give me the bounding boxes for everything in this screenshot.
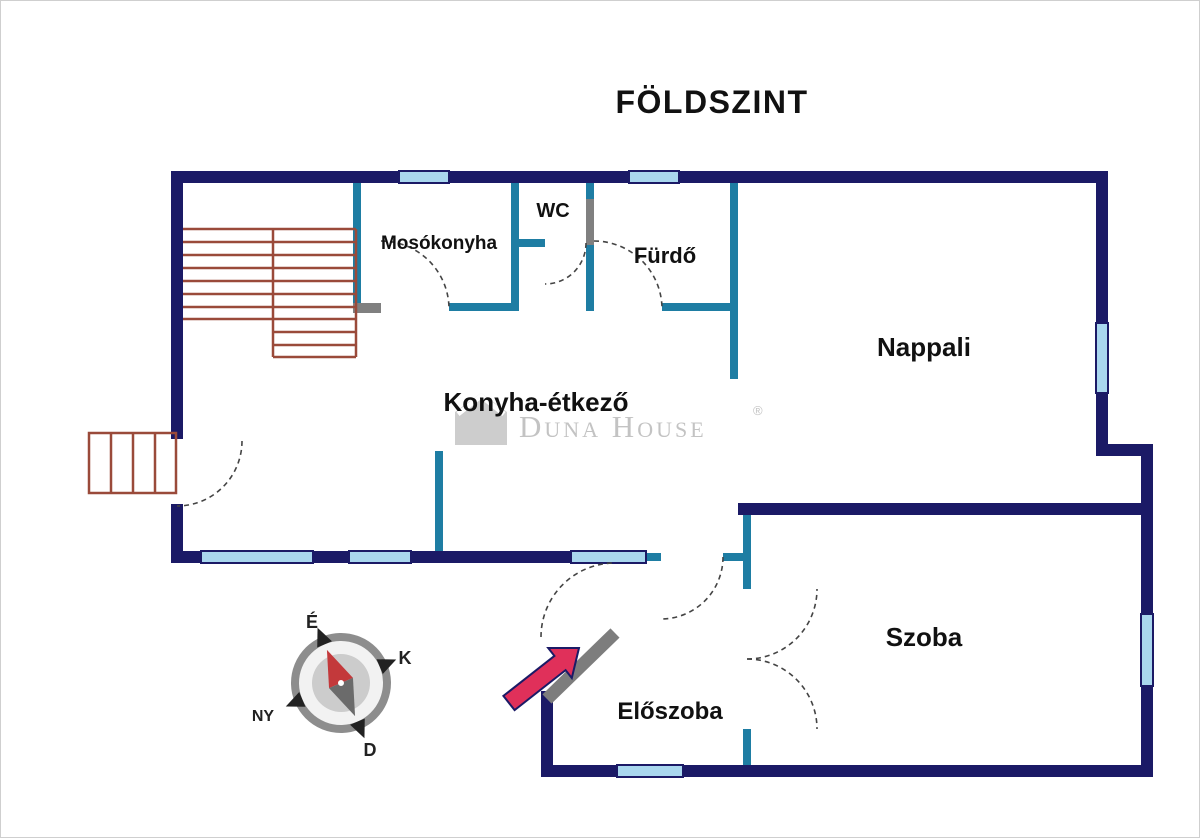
compass-rose-icon: É K D NY (252, 611, 412, 760)
watermark: Duna House ® (455, 392, 763, 445)
wall-wc-right-top (586, 183, 594, 199)
watermark-house-icon (455, 392, 507, 445)
wall-kitchen-peninsula (435, 451, 443, 551)
door-arc-mosokonyha (380, 240, 450, 310)
wall-szoba-divider-lower (743, 729, 751, 765)
compass-needle-south (329, 677, 356, 717)
page-title: FÖLDSZINT (615, 84, 808, 120)
window-kitchen-bottom-1 (200, 550, 314, 564)
wall-eloszoba-left (541, 691, 553, 777)
labels: FÖLDSZINT Mosókonyha WC Fürdő Nappali Ko… (381, 84, 971, 725)
entrance-diagonal-wall (542, 628, 620, 704)
room-label-wc: WC (536, 200, 569, 222)
window-nappali-right (1095, 322, 1109, 394)
room-label-konyha-etkezo: Konyha-étkező (444, 387, 629, 417)
wall-left-upper (171, 183, 183, 439)
wall-eloszoba-top-right (723, 553, 746, 561)
door-arc-entrance (540, 562, 616, 638)
room-label-mosokonyha: Mosókonyha (381, 233, 498, 254)
jamb-wc (586, 199, 594, 245)
wall-szoba-top (738, 503, 1153, 515)
room-label-furdo: Fürdő (634, 243, 696, 268)
window-top-2 (628, 170, 680, 184)
door-arc-kitchen-left (176, 440, 243, 507)
watermark-registered-mark: ® (753, 403, 763, 418)
compass-needle-north (326, 649, 353, 689)
wall-wc-right-bottom (586, 245, 594, 311)
wall-bottom (541, 765, 1153, 777)
door-arc-wc (544, 242, 587, 285)
door-arc-eloszoba-top (660, 556, 724, 620)
wall-right-step (1108, 444, 1153, 456)
wall-wc-bottom (519, 239, 545, 247)
compass-letters: É K D NY (252, 611, 412, 760)
wall-furdo-bottom (662, 303, 738, 311)
compass-east-label: K (399, 648, 412, 668)
compass-south-label: D (364, 740, 377, 760)
wall-eloszoba-top-left (646, 553, 661, 561)
wall-szoba-divider-upper (743, 515, 751, 589)
wall-right-upper (1096, 183, 1108, 456)
wall-wc-left (511, 183, 519, 311)
room-label-szoba: Szoba (886, 622, 963, 652)
entrance-arrow-icon (501, 647, 581, 712)
door-arc-furdo (593, 240, 663, 310)
windows (200, 170, 1154, 778)
door-arc-double-bottom (746, 658, 818, 730)
compass-north-label: É (306, 611, 318, 632)
staircase (183, 227, 358, 359)
watermark-brand: Duna House (519, 409, 707, 444)
window-eloszoba-top (570, 550, 647, 564)
door-arc-double-top (746, 588, 818, 660)
compass-cardinal-ticks (285, 627, 397, 739)
wall-nappali-divider (730, 183, 738, 379)
room-label-nappali: Nappali (877, 332, 971, 362)
window-szoba-right (1140, 613, 1154, 687)
door-jambs (353, 199, 594, 313)
room-label-eloszoba: Előszoba (617, 698, 723, 725)
wall-left-lower (171, 504, 183, 563)
window-top-1 (398, 170, 450, 184)
exterior-steps (87, 431, 178, 495)
window-eloszoba-bottom (616, 764, 684, 778)
window-kitchen-bottom-2 (348, 550, 412, 564)
wall-mosokonyha-bottom (449, 303, 519, 311)
jamb-mosokonyha (353, 303, 381, 313)
door-swings (176, 240, 818, 730)
compass-west-label: NY (252, 708, 275, 725)
